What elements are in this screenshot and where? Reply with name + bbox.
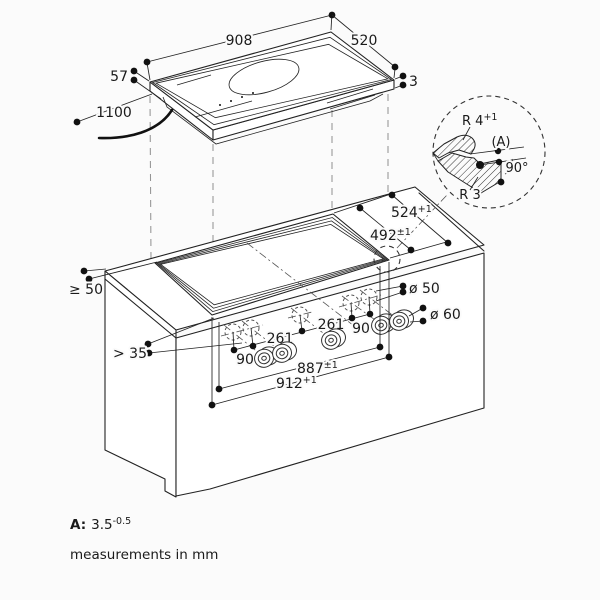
knob [272, 341, 297, 363]
knob [389, 309, 414, 331]
footnotes: A:3.5-0.5 measurements in mm [70, 516, 218, 563]
detail-reference-circle [373, 245, 401, 273]
detail-r4-label: R 4+1 [462, 112, 497, 129]
dim-cooktop-depth: 520 [331, 14, 399, 79]
knob [321, 328, 346, 350]
dim-cutout-depth: 524+1 492±1 [333, 191, 452, 259]
note-units: measurements in mm [70, 547, 218, 563]
cabinet [104, 186, 485, 498]
cooktop-housing [162, 93, 384, 145]
dim-3-label: 3 [409, 74, 418, 90]
detail-a-label: (A) [491, 135, 510, 150]
dim-cutout-width: 887±1 912+1 [208, 262, 393, 409]
dim-908-label: 908 [226, 33, 253, 49]
dim-ge50-label: ≥ 50 [69, 282, 103, 298]
dim-clearance-rear: ≥ 50 [67, 261, 158, 300]
dim-hole-diameter: ø 50 [375, 279, 442, 302]
cabinet-left-face [104, 270, 177, 498]
note-a: A:3.5-0.5 [70, 516, 131, 533]
dim-dia50-label: ø 50 [409, 281, 440, 297]
dim-492-label: 492±1 [370, 227, 411, 244]
detail-a-callout: R 4+1 (A) 90° R 3 [432, 95, 546, 209]
dim-1100-label: 1100 [96, 105, 132, 121]
cooktop-assembly [97, 31, 395, 145]
detail-leader [396, 194, 448, 249]
dim-knob-diameter: ø 60 [408, 304, 463, 325]
section-top-lip [432, 134, 476, 159]
dim-90-right-label: 90 [352, 321, 370, 337]
detail-r3-label: R 3 [459, 188, 480, 203]
dim-887-label: 887±1 [297, 360, 338, 377]
dim-cooktop-width: 908 [143, 11, 336, 81]
cooking-zone-oval [228, 58, 300, 96]
dim-520-label: 520 [351, 33, 378, 49]
dim-cooktop-height: 57 [108, 67, 162, 100]
dim-gt35-label: > 35 [113, 346, 147, 362]
cutout-centerline [246, 242, 359, 330]
mains-cable [97, 108, 174, 140]
dim-clearance-front: > 35 [111, 317, 243, 364]
dim-cable-length: 1100 [73, 93, 153, 126]
dim-90-left-label: 90 [236, 352, 254, 368]
dim-524-label: 524+1 [391, 204, 432, 221]
dim-912-label: 912+1 [276, 375, 317, 392]
worktop-cutout [154, 194, 448, 330]
dim-57-label: 57 [110, 69, 128, 85]
control-knobs [254, 309, 414, 368]
dim-glass-edge: 3 [394, 72, 420, 92]
detail-90deg-label: 90° [505, 161, 528, 176]
knob [254, 346, 279, 368]
dim-dia60-label: ø 60 [430, 307, 461, 323]
section-body [437, 152, 502, 194]
cooktop-glass [149, 31, 395, 131]
